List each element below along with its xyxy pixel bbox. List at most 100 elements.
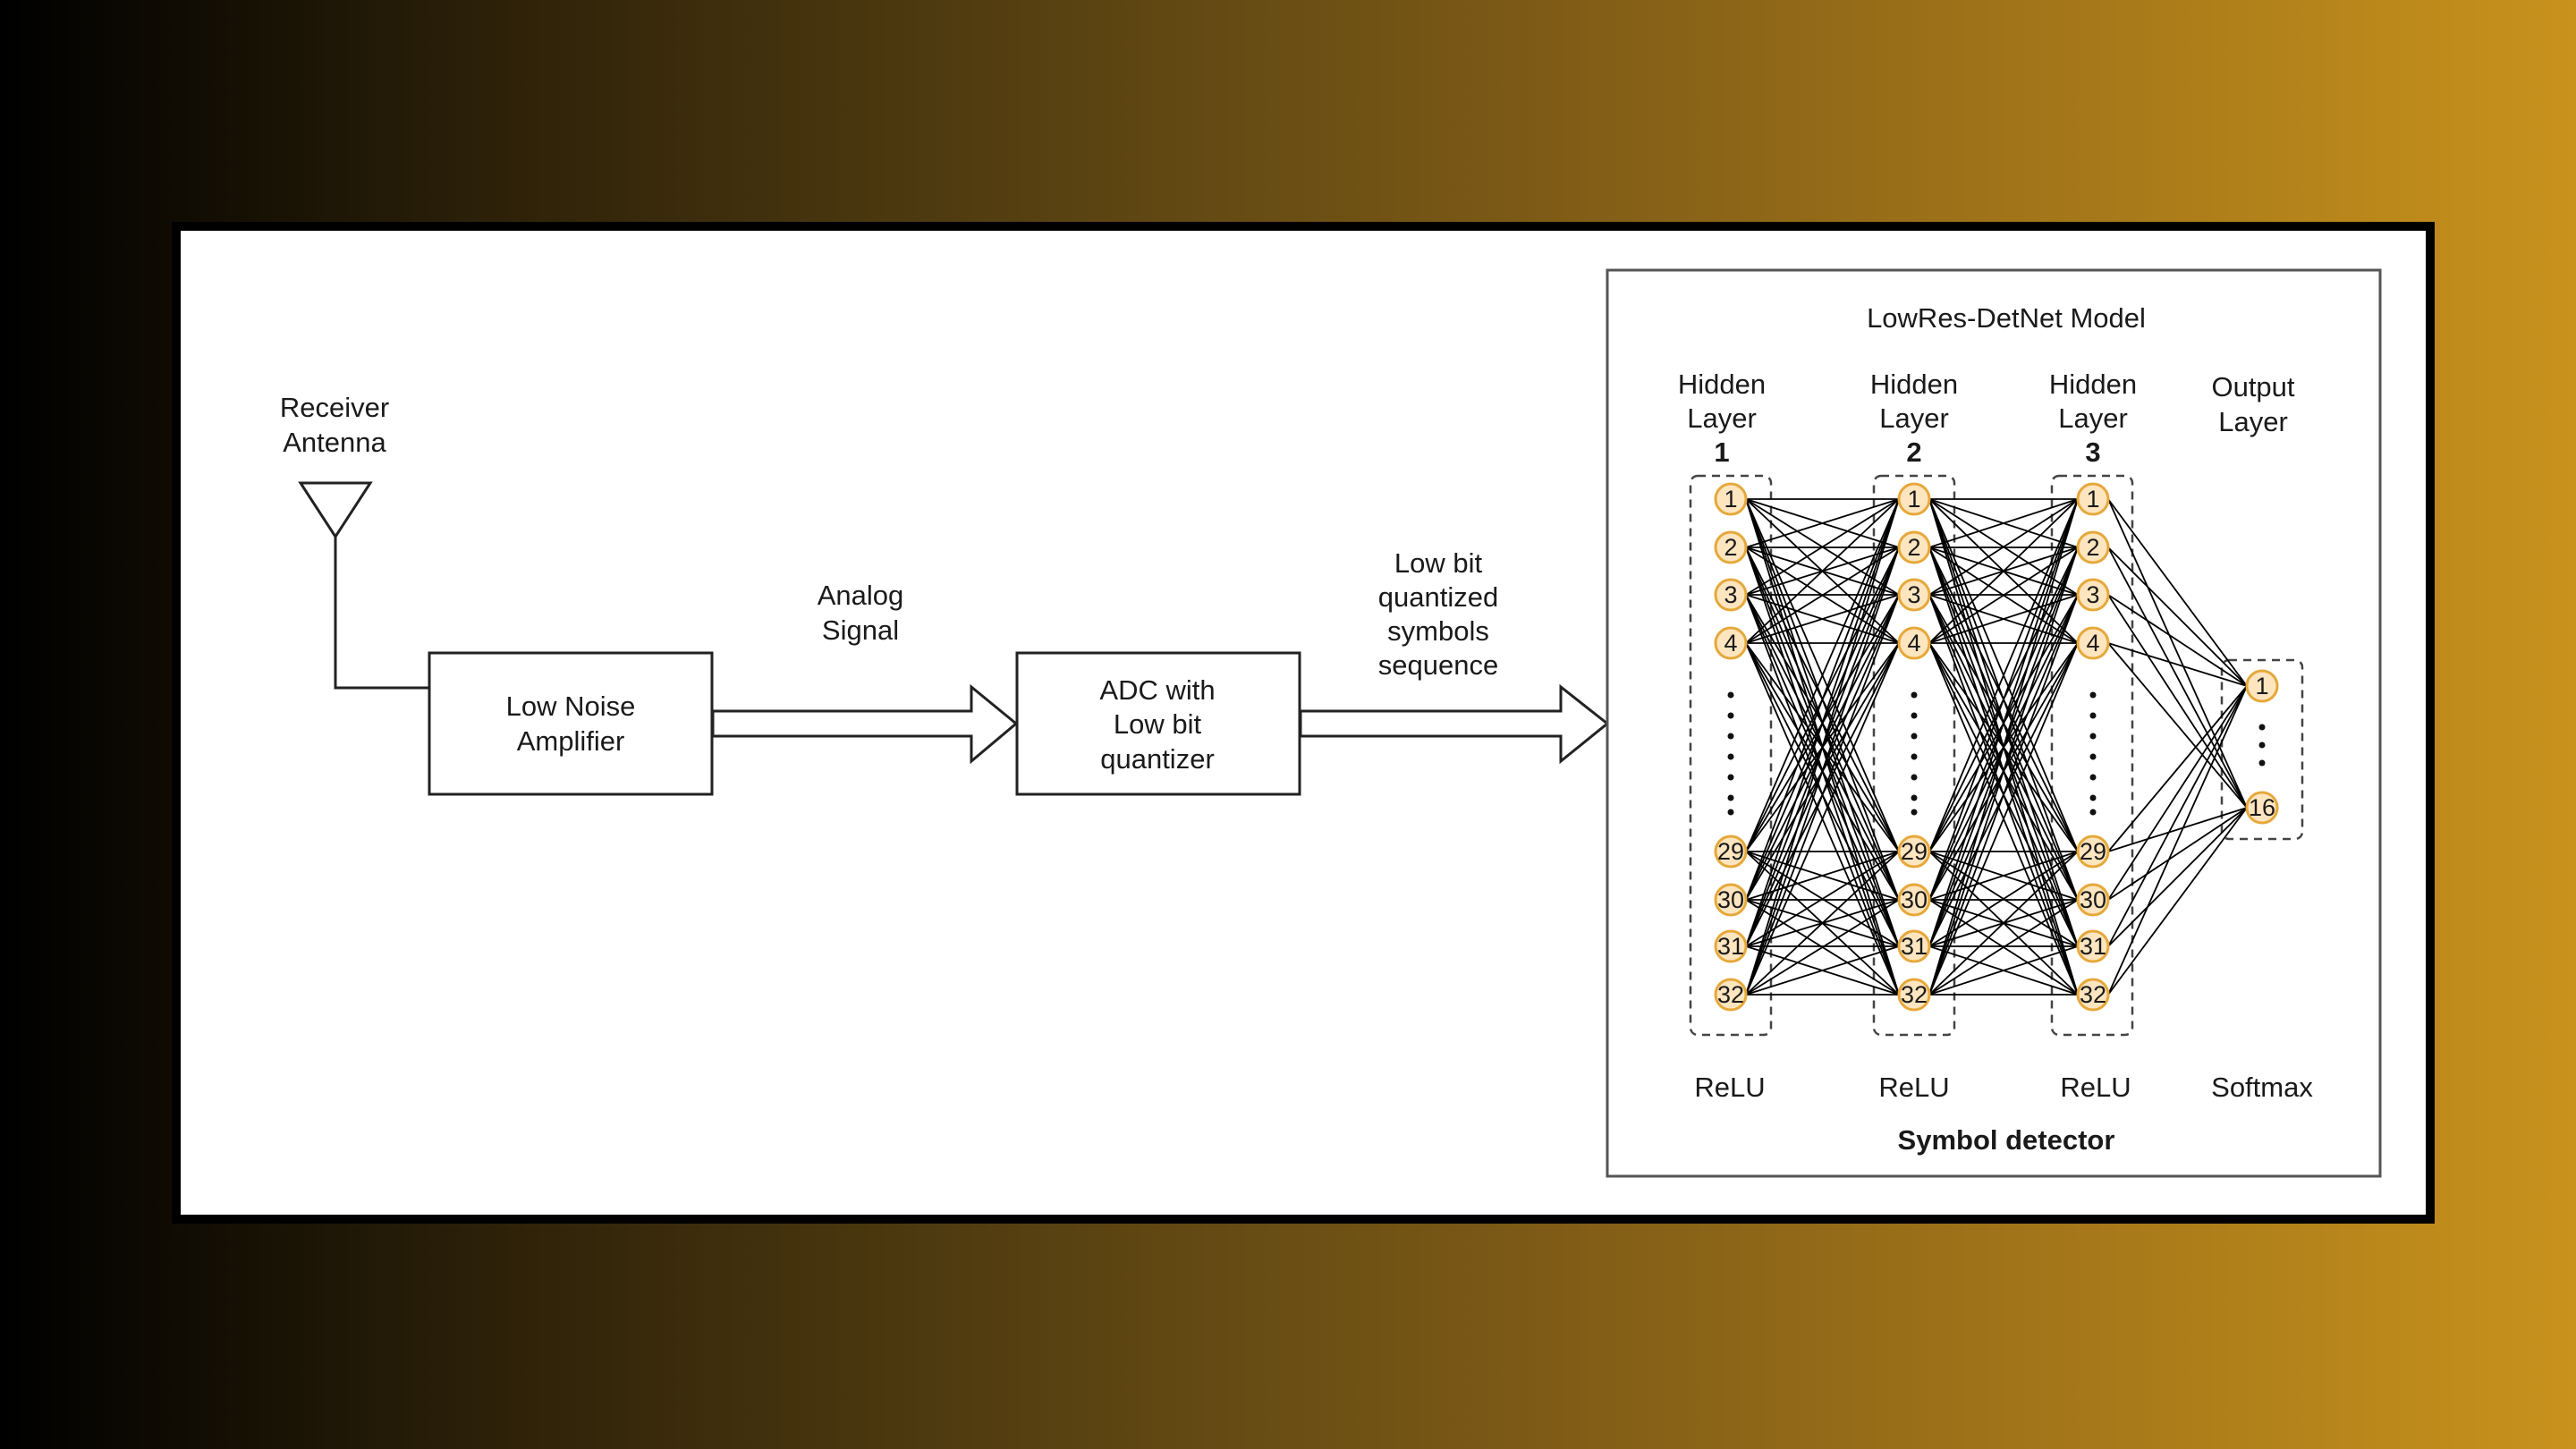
connection-line [1928,498,2079,644]
quantized-label-line3: symbols [1387,615,1489,647]
connection-line [1745,851,1900,947]
output-header-line2: Layer [2218,406,2288,437]
connection-line [1745,594,1900,644]
connection-line [1928,498,2079,596]
neuron-label: 29 [2080,838,2106,865]
neuron-circle [1897,482,1931,516]
connection-line [1928,498,2079,996]
analog-label-line1: Analog [818,580,904,611]
neuron-label: 29 [1717,838,1744,865]
adc-label-line1: ADC with [1099,674,1215,706]
neuron-circle [1714,929,1748,963]
neuron-circle [1714,626,1748,660]
neuron-circle [1714,578,1748,612]
neuron-label: 30 [1901,886,1928,913]
layer1-ellipsis [1727,691,1734,816]
neuron-label: 2 [1907,534,1920,561]
neuron-label: 3 [1724,581,1737,608]
connection-line [2107,642,2248,809]
layer3-neuron: 29 [2076,835,2110,869]
neuron-label: 30 [1717,886,1744,913]
neuron-circle [1897,978,1931,1012]
connection-line [2107,685,2248,947]
layer2-neuron: 1 [1897,482,1931,516]
neuron-label: 1 [2086,486,2099,513]
connection-line [1745,498,1900,644]
output-header-line1: Output [2211,371,2294,402]
layer2-ellipsis [1911,691,1918,816]
connection-line [2107,685,2248,901]
neuron-label: 32 [1901,981,1928,1008]
output-activation: Softmax [2211,1072,2313,1103]
neuron-label: 16 [2249,794,2275,821]
lna-label-line2: Amplifier [517,725,625,757]
neuron-circle [2076,978,2110,1012]
layer3-neuron: 31 [2076,929,2110,963]
antenna-feed-line [334,537,429,690]
neuron-circle [1897,626,1931,660]
connection-line [1928,594,2079,996]
lna-block: Low Noise Amplifier [428,651,714,796]
connection-line [2107,594,2248,687]
layer1-neuron: 2 [1714,530,1748,564]
connection-line [2107,547,2248,809]
connection-line [1745,945,1900,996]
layer3-neuron: 1 [2076,482,2110,516]
neuron-label: 4 [1907,630,1920,657]
detector-title: LowRes-DetNet Model [1867,302,2146,334]
output-neuron: 1 [2245,669,2279,703]
neuron-circle [1897,929,1931,963]
analog-signal-arrow: Analog Signal [711,580,1019,765]
layer3-neuron: 3 [2076,578,2110,612]
connection-line [1745,547,1900,996]
quantized-symbols-arrow: Low bit quantized symbols sequence [1299,547,1610,765]
connection-line [2107,685,2248,996]
connection-line [1928,642,2079,996]
layer1-header-line3: 1 [1714,436,1729,468]
output-ellipsis [2258,724,2266,767]
connection-line [1928,851,2079,996]
neuron-circle [1714,883,1748,917]
connection-line [2107,594,2248,809]
neuron-circle [2076,530,2110,564]
output-layer-outline [2220,658,2304,841]
layer2-neuron: 3 [1897,578,1931,612]
layer2-neuron: 2 [1897,530,1931,564]
neuron-label: 31 [1717,933,1744,960]
neuron-label: 32 [2080,981,2106,1008]
connection-line [2107,498,2248,687]
neuron-label: 3 [2086,581,2099,608]
layer3-header-line1: Hidden [2049,369,2137,400]
neuron-circle [2076,835,2110,869]
connection-line [1745,594,1900,996]
connection-line [1745,498,1900,996]
connection-line [1745,498,1900,596]
connection-line [2107,685,2248,852]
connection-line [1745,498,1900,852]
neuron-circle [2076,482,2110,516]
neuron-label: 4 [2086,630,2099,657]
layer1-neuron: 3 [1714,578,1748,612]
layer3-ellipsis [2089,691,2097,816]
connection-line [1928,851,2079,947]
layer3-activation: ReLU [2060,1072,2131,1103]
layer2-header-line2: Layer [1879,402,1949,434]
neuron-circle [1897,530,1931,564]
symbol-detector-panel: LowRes-DetNet Model Symbol detector Hidd… [1606,268,2382,1178]
network-connections [1745,498,2248,996]
neuron-label: 3 [1907,581,1920,608]
quantized-label-line1: Low bit [1394,547,1483,579]
layer1-neuron: 1 [1714,482,1748,516]
neuron-circle [1714,482,1748,516]
connection-line [2107,807,2248,852]
connection-line [1928,594,2079,644]
adc-label-line2: Low bit [1114,708,1202,740]
layer3-header-line2: Layer [2058,402,2128,434]
layer2-header-line1: Hidden [1870,369,1958,400]
neuron-circle [1714,978,1748,1012]
neuron-circle [1897,578,1931,612]
neuron-label: 1 [1907,486,1920,513]
neuron-circle [2245,791,2279,825]
connection-line [2107,807,2248,996]
